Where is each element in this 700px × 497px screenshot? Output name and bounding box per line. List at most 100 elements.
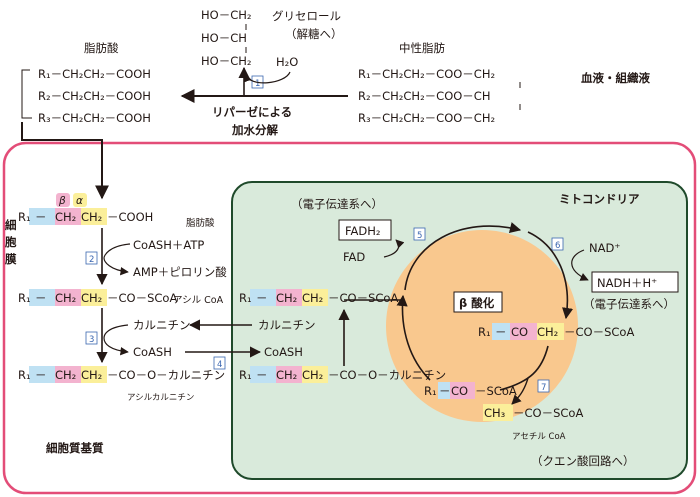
ketoacyl-coa-formula: R₁ － CO CH₂ －CO－SCoA bbox=[478, 325, 634, 339]
hl-m-acylcarn-bond bbox=[250, 366, 276, 383]
fad-label: FAD bbox=[343, 250, 365, 264]
svg-text:－: － bbox=[439, 384, 451, 398]
svg-text:－CO－O－カルニチン: －CO－O－カルニチン bbox=[107, 368, 225, 382]
etc-label-top: （電子伝達系へ） bbox=[291, 197, 383, 211]
svg-text:－: － bbox=[35, 368, 47, 382]
svg-text:CH₂: CH₂ bbox=[276, 368, 297, 382]
cell-membrane-char-3: 膜 bbox=[5, 252, 17, 266]
acetyl-coa-name: アセチル CoA bbox=[512, 432, 566, 442]
blood-tissue-label: 血液・組織液 bbox=[581, 71, 650, 85]
cycle-arrow-top bbox=[404, 222, 522, 291]
svg-text:CH₃: CH₃ bbox=[484, 406, 506, 420]
neutral-fat-2: R₂－CH₂CH₂－COO－CH bbox=[358, 89, 491, 103]
thiolysis-arrow bbox=[511, 377, 529, 405]
acetyl-coa-formula: CH₃ －CO－SCoA bbox=[484, 406, 583, 420]
mito-carnitine: カルニチン bbox=[258, 318, 316, 332]
cell-membrane-char-1: 細 bbox=[5, 218, 17, 232]
hl-acylcarn-bond bbox=[29, 366, 55, 383]
fatty-acid-bracket bbox=[21, 69, 32, 119]
step-2-badge bbox=[85, 251, 98, 265]
step-2-number: 2 bbox=[89, 255, 94, 265]
svg-text:R₁: R₁ bbox=[478, 325, 491, 339]
step-6-badge bbox=[551, 237, 564, 251]
svg-text:CH₂: CH₂ bbox=[55, 368, 76, 382]
hl-acylcarn-alpha bbox=[81, 366, 107, 383]
cell-membrane-boundary bbox=[2, 141, 697, 495]
hl-m-acylcarn-beta bbox=[276, 366, 302, 383]
hl-fa-alpha bbox=[81, 208, 107, 225]
cyto-coash: CoASH bbox=[133, 345, 172, 359]
mito-acylcarnitine-formula: R₁ － CH₂ CH₂ －CO－O－カルニチン bbox=[239, 368, 446, 382]
carnitine-coash-curve bbox=[103, 324, 129, 356]
amp-pyrophosphate: AMP＋ピロリン酸 bbox=[133, 265, 227, 279]
beta-carbon-label: β bbox=[58, 195, 66, 207]
hl-keto-bond bbox=[492, 323, 510, 340]
mito-coash: CoASH bbox=[264, 345, 303, 359]
cytoplasm-label: 細胞質基質 bbox=[46, 441, 104, 455]
mitochondria-title: ミトコンドリア bbox=[559, 192, 640, 206]
glycerol-structure: HO－CH₂ HO－CH HO－CH₂ bbox=[201, 8, 252, 68]
hl-acylcoa-beta bbox=[55, 289, 81, 306]
step-4-number: 4 bbox=[217, 360, 222, 370]
nad-label: NAD⁺ bbox=[589, 241, 620, 255]
svg-text:－COOH: －COOH bbox=[107, 210, 153, 224]
svg-text:R₁: R₁ bbox=[18, 368, 31, 382]
coash-atp: CoASH＋ATP bbox=[133, 238, 204, 252]
glycerol-label: グリセロール bbox=[272, 9, 341, 23]
step-7-number: 7 bbox=[541, 383, 546, 393]
cyto-acylcarnitine-name: アシルカルニチン bbox=[127, 393, 194, 403]
svg-text:－: － bbox=[35, 291, 47, 305]
svg-text:CH₂: CH₂ bbox=[276, 291, 297, 305]
svg-text:－CO－SCoA: －CO－SCoA bbox=[564, 325, 634, 339]
svg-text:CH₂: CH₂ bbox=[55, 291, 76, 305]
svg-text:－: － bbox=[256, 368, 268, 382]
hl-beta-label bbox=[56, 193, 70, 207]
nadh-label: NADH＋H⁺ bbox=[597, 276, 657, 290]
step-7-badge bbox=[537, 379, 550, 393]
fadh2-box bbox=[338, 219, 392, 241]
lipase-label-2: 加水分解 bbox=[231, 123, 278, 137]
cycle-arrow-left bbox=[396, 294, 431, 381]
step-5-badge bbox=[413, 227, 426, 241]
cyto-acylcoa-formula: R₁ － CH₂ CH₂ －CO－SCoA bbox=[18, 291, 177, 305]
svg-text:－: － bbox=[256, 291, 268, 305]
alpha-carbon-label: α bbox=[76, 195, 83, 207]
hl-keto-co bbox=[510, 323, 537, 340]
neutral-fat-label: 中性脂肪 bbox=[399, 41, 445, 55]
svg-text:－CO－SCoA: －CO－SCoA bbox=[513, 406, 583, 420]
neutral-fat-1: R₁－CH₂CH₂－COO－CH₂ bbox=[358, 67, 495, 81]
hl-short-co bbox=[450, 382, 475, 399]
svg-text:R₁: R₁ bbox=[239, 291, 252, 305]
hl-alpha-label bbox=[73, 193, 87, 207]
step-6-number: 6 bbox=[555, 241, 560, 251]
svg-text:－CO－SCoA: －CO－SCoA bbox=[107, 291, 177, 305]
step-5-number: 5 bbox=[417, 231, 422, 241]
glycerol-to-glycolysis: （解糖へ） bbox=[285, 27, 343, 41]
glycerol-line-2: HO－CH bbox=[201, 31, 247, 45]
step-4-badge bbox=[213, 356, 226, 370]
svg-text:CH₂: CH₂ bbox=[537, 325, 558, 339]
svg-text:CO: CO bbox=[511, 325, 528, 339]
hl-acylcoa-alpha bbox=[81, 289, 107, 306]
hl-short-bond bbox=[438, 382, 450, 399]
svg-text:R₁: R₁ bbox=[18, 210, 31, 224]
beta-oxidation-box bbox=[453, 291, 503, 313]
svg-text:R₁: R₁ bbox=[239, 368, 252, 382]
hl-m-acylcarn-alpha bbox=[302, 366, 328, 383]
hl-m-acylcoa-alpha bbox=[302, 289, 328, 306]
svg-text:－: － bbox=[495, 325, 507, 339]
cycle-arrow-bottom bbox=[499, 345, 549, 391]
hl-acetyl bbox=[483, 404, 513, 421]
fatty-acid-1: R₁－CH₂CH₂－COOH bbox=[38, 67, 151, 81]
svg-text:－: － bbox=[35, 210, 47, 224]
nadh-box bbox=[591, 271, 679, 293]
step-1-number: 1 bbox=[255, 79, 260, 89]
nad-reduction-curve bbox=[571, 249, 589, 281]
shortened-acylcoa-formula: R₁ － CO －SCoA bbox=[424, 384, 517, 398]
hl-keto-ch2 bbox=[537, 323, 564, 340]
hl-acylcarn-beta bbox=[55, 366, 81, 383]
lipase-label-1: リパーゼによる bbox=[212, 105, 292, 119]
svg-text:CH₂: CH₂ bbox=[302, 291, 323, 305]
svg-text:－SCoA: －SCoA bbox=[475, 384, 517, 398]
